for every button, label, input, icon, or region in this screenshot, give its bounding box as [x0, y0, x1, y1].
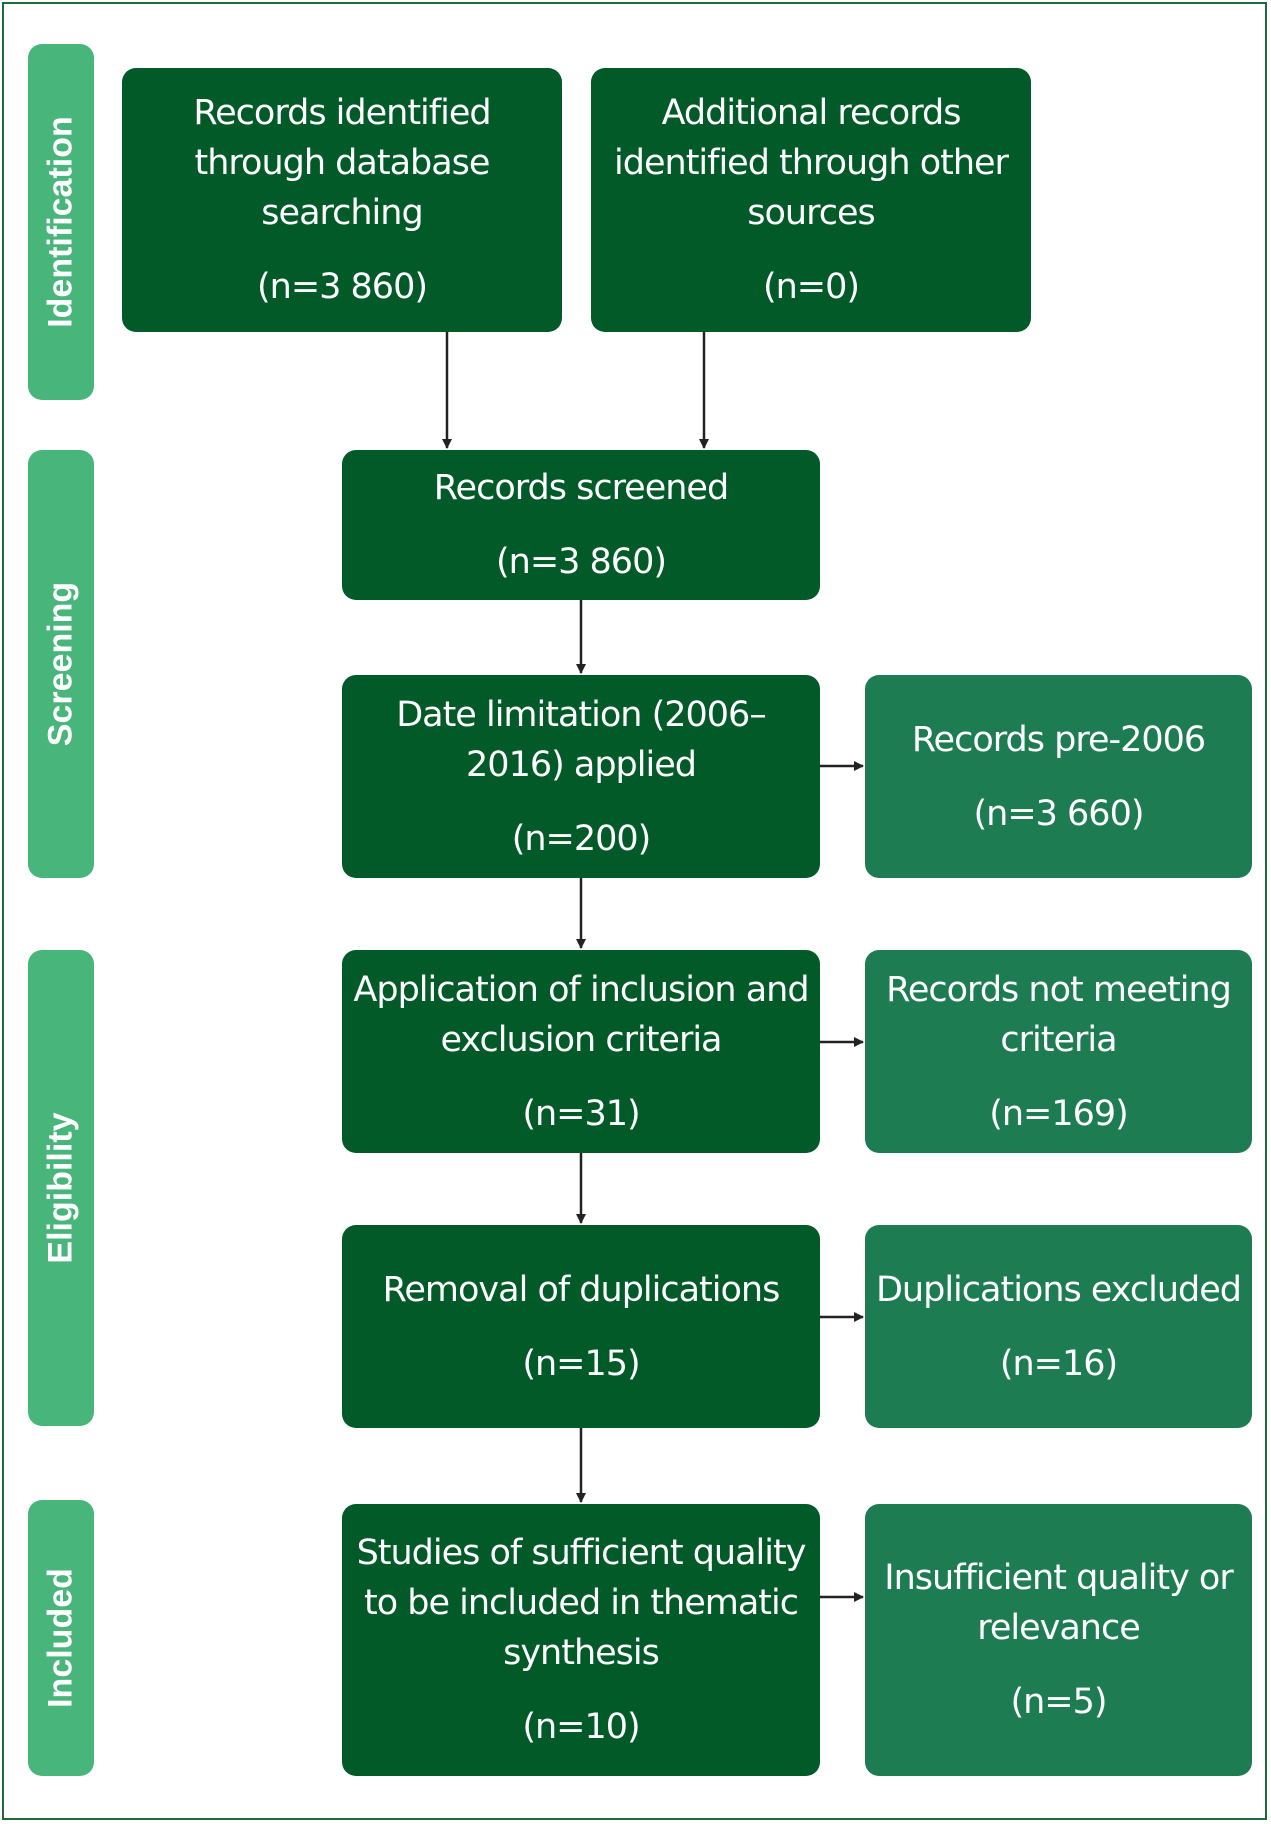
box-records-screened: Records screened (n=3 860)	[342, 450, 820, 600]
box-duplications-excluded-count: (n=16)	[999, 1343, 1118, 1384]
box-studies-included-text: Studies of sufficient quality to be incl…	[356, 1533, 807, 1673]
box-other-sources-count: (n=0)	[762, 267, 860, 307]
box-studies-included: Studies of sufficient quality to be incl…	[342, 1504, 820, 1776]
box-removal-duplications-text: Removal of duplications	[382, 1269, 781, 1310]
box-records-screened-count: (n=3 860)	[495, 542, 667, 582]
box-not-meeting-criteria-count: (n=169)	[989, 1093, 1129, 1134]
box-records-pre-2006-count: (n=3 660)	[973, 793, 1144, 834]
box-records-pre-2006-text: Records pre-2006	[911, 719, 1206, 760]
box-records-screened-text: Records screened	[433, 468, 729, 508]
box-database-search: Records identified through database sear…	[122, 68, 562, 332]
box-other-sources: Additional records identified through ot…	[591, 68, 1031, 332]
box-removal-duplications: Removal of duplications (n=15)	[342, 1225, 820, 1428]
stage-eligibility: Eligibility	[28, 950, 94, 1426]
stage-screening: Screening	[28, 450, 94, 878]
box-duplications-excluded-text: Duplications excluded	[875, 1269, 1242, 1310]
stage-identification: Identification	[28, 44, 94, 400]
box-date-limitation: Date limitation (2006–2016) applied (n=2…	[342, 675, 820, 878]
box-not-meeting-criteria: Records not meeting criteria (n=169)	[865, 950, 1252, 1153]
box-date-limitation-text: Date limitation (2006–2016) applied	[396, 694, 767, 785]
box-records-pre-2006: Records pre-2006 (n=3 660)	[865, 675, 1252, 878]
stage-included: Included	[28, 1500, 94, 1776]
box-inclusion-criteria: Application of inclusion and exclusion c…	[342, 950, 820, 1153]
box-date-limitation-count: (n=200)	[511, 818, 652, 859]
box-database-search-text: Records identified through database sear…	[193, 93, 491, 233]
box-studies-included-count: (n=10)	[522, 1707, 640, 1747]
box-inclusion-criteria-count: (n=31)	[522, 1093, 640, 1134]
box-insufficient-quality-count: (n=5)	[1010, 1682, 1107, 1722]
box-removal-duplications-count: (n=15)	[522, 1343, 640, 1384]
box-inclusion-criteria-text: Application of inclusion and exclusion c…	[353, 969, 809, 1060]
box-insufficient-quality: Insufficient quality or relevance (n=5)	[865, 1504, 1252, 1776]
box-database-search-count: (n=3 860)	[256, 267, 428, 307]
box-other-sources-text: Additional records identified through ot…	[614, 93, 1009, 233]
box-not-meeting-criteria-text: Records not meeting criteria	[886, 969, 1232, 1060]
box-insufficient-quality-text: Insufficient quality or relevance	[884, 1558, 1233, 1648]
box-duplications-excluded: Duplications excluded (n=16)	[865, 1225, 1252, 1428]
